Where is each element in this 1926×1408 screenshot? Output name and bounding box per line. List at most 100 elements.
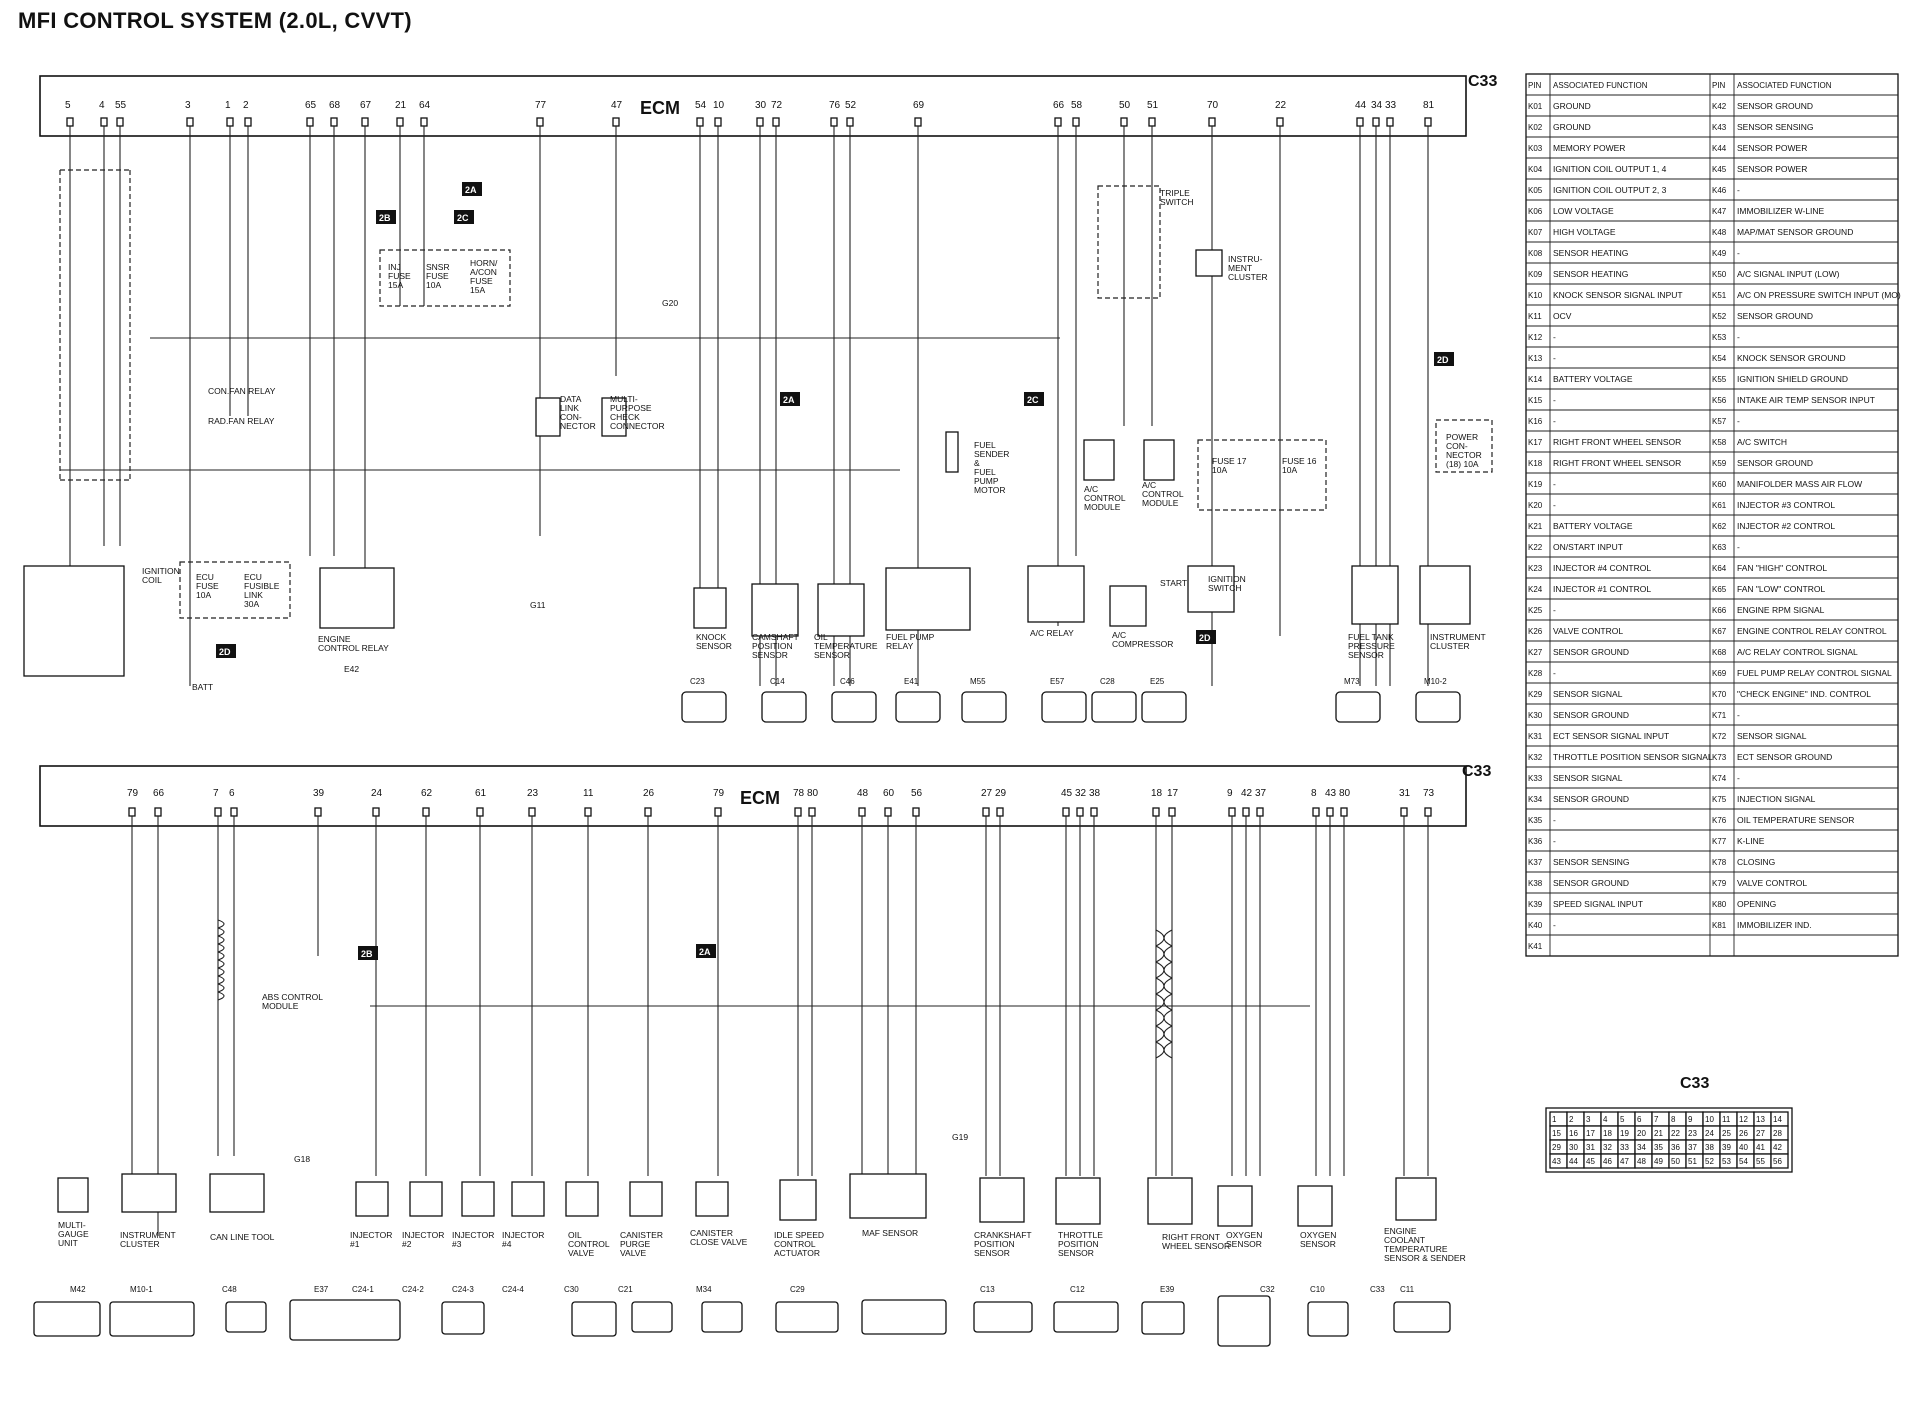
multi-gauge-unit-label: MULTI- [58,1220,86,1230]
knock-sensor-label: KNOCK [696,632,727,642]
c33-grid-pin: 10 [1705,1115,1714,1124]
pin-table-pin: K10 [1528,291,1543,300]
ecm-top-pin-terminal [1208,117,1216,127]
ecm-bottom-pin-terminal [1400,807,1408,817]
pin-table-pin: K45 [1712,165,1727,174]
ecm-bottom-pin: 79 [127,788,139,799]
pin-table-pin: K58 [1712,438,1727,447]
horn-fuse-label: HORN/ [470,258,498,268]
c33-grid-pin: 27 [1756,1129,1765,1138]
pin-table-pin: K38 [1528,879,1543,888]
instrument-cluster-b-box [121,1173,177,1213]
pin-table-function: - [1553,353,1556,363]
pin-table-function: INJECTOR #3 CONTROL [1737,500,1835,510]
idle-speed-control-actuator-label: IDLE SPEED [774,1230,824,1240]
pin-table-function: IGNITION SHIELD GROUND [1737,374,1848,384]
ecu-fuse-label: FUSE [196,581,219,591]
twisted-pair [1155,977,1173,995]
ecm-bottom-pin-terminal [372,807,380,817]
ecm-bottom-pin-terminal [1312,807,1320,817]
pin-table-header: ASSOCIATED FUNCTION [1737,81,1832,90]
pin-table-function: - [1737,185,1740,195]
instrument-cluster-2-box [1419,565,1471,625]
ecm-bottom-pin-terminal [154,807,162,817]
ecm-bottom-pin: 62 [421,788,433,799]
c33-grid-pin: 5 [1620,1115,1625,1124]
pin-table-pin: K34 [1528,795,1543,804]
engine-coolant-temp-sensor-label: COOLANT [1384,1235,1425,1245]
bottom-connector-label: C48 [222,1285,237,1294]
top-connector-label: C23 [690,677,705,686]
top-connector-face [831,691,877,723]
ac-relay-box [1027,565,1085,623]
pin-table-function: MANIFOLDER MASS AIR FLOW [1737,479,1862,489]
knock-sensor-box [693,587,727,629]
c33-grid-pin: 51 [1688,1157,1697,1166]
pin-table-pin: K63 [1712,543,1727,552]
bottom-connector-label: C33 [1370,1285,1385,1294]
ecm-top-pin-terminal [396,117,404,127]
pin-table-function: A/C RELAY CONTROL SIGNAL [1737,647,1858,657]
pin-table-function: IMMOBILIZER W-LINE [1737,206,1825,216]
pin-table-pin: K78 [1712,858,1727,867]
ecm-bottom-pin: 39 [313,788,325,799]
reference-tag-label: 2A [783,395,795,405]
oxygen-sensor-1-label: SENSOR [1226,1239,1262,1249]
pin-table-function: SENSOR HEATING [1553,269,1628,279]
pin-table-function: LOW VOLTAGE [1553,206,1614,216]
top-connector-face [1091,691,1137,723]
camshaft-position-sensor-box [751,583,799,637]
bottom-connector-label: M10-1 [130,1285,153,1294]
ecm-top-pin-terminal [830,117,838,127]
ecm-bottom-pin: 7 [213,788,219,799]
wire-group [23,126,1493,1236]
oil-temperature-sensor-box [817,583,865,637]
ecm-bottom-pin: 26 [643,788,655,799]
ecm-top-pin-terminal [536,117,544,127]
pin-table-pin: K23 [1528,564,1543,573]
bottom-connector-label: C29 [790,1285,805,1294]
data-link-connector-label: CON- [560,412,582,422]
pin-table-function: ECT SENSOR SIGNAL INPUT [1553,731,1669,741]
ecm-bottom-pin-terminal [1062,807,1070,817]
pin-table-function: SENSOR GROUND [1737,311,1813,321]
pin-table-function: SENSOR SENSING [1737,122,1814,132]
reference-tag [462,182,482,196]
pin-table-pin: K61 [1712,501,1727,510]
c33-grid-pin: 20 [1637,1129,1646,1138]
pin-table-function: ENGINE RPM SIGNAL [1737,605,1825,615]
pin-table-pin: K57 [1712,417,1727,426]
c33-grid-pin: 25 [1722,1129,1731,1138]
twisted-pair [1155,1009,1173,1027]
pin-table-function: SENSOR HEATING [1553,248,1628,258]
ecm-top-pin-terminal [244,117,252,127]
triple-switch-label: TRIPLE [1160,188,1190,198]
ecm-bottom-pin-terminal [476,807,484,817]
ac-control-module-2-label: A/C [1142,480,1156,490]
top-connector-label: C28 [1100,677,1115,686]
pin-table-function: - [1553,500,1556,510]
canister-close-valve-label: CLOSE VALVE [690,1237,748,1247]
pin-table-pin: K27 [1528,648,1543,657]
ecm-top-pin: 69 [913,100,925,111]
c33-grid-pin: 39 [1722,1143,1731,1152]
pin-table-pin: K14 [1528,375,1543,384]
pin-table-pin: K75 [1712,795,1727,804]
pin-table-pin: K06 [1528,207,1543,216]
pin-table-pin: K37 [1528,858,1543,867]
pin-table-pin: K60 [1712,480,1727,489]
fuel-pump-relay-label: FUEL PUMP [886,632,935,642]
pin-table-pin: K08 [1528,249,1543,258]
ecm-bottom-pin-terminal [714,807,722,817]
pin-table-function: - [1737,248,1740,258]
c33-grid-pin: 21 [1654,1129,1663,1138]
coil-winding [217,943,225,953]
canister-purge-valve-box [629,1181,663,1217]
ecm-top-pin: 50 [1119,100,1131,111]
pin-table-function: FAN "LOW" CONTROL [1737,584,1825,594]
can-line-tool-box [209,1173,265,1213]
canister-close-valve-label: CANISTER [690,1228,733,1238]
pin-table-pin: K40 [1528,921,1543,930]
injector-1-box [355,1181,389,1217]
c33-grid-title: C33 [1680,1075,1709,1092]
